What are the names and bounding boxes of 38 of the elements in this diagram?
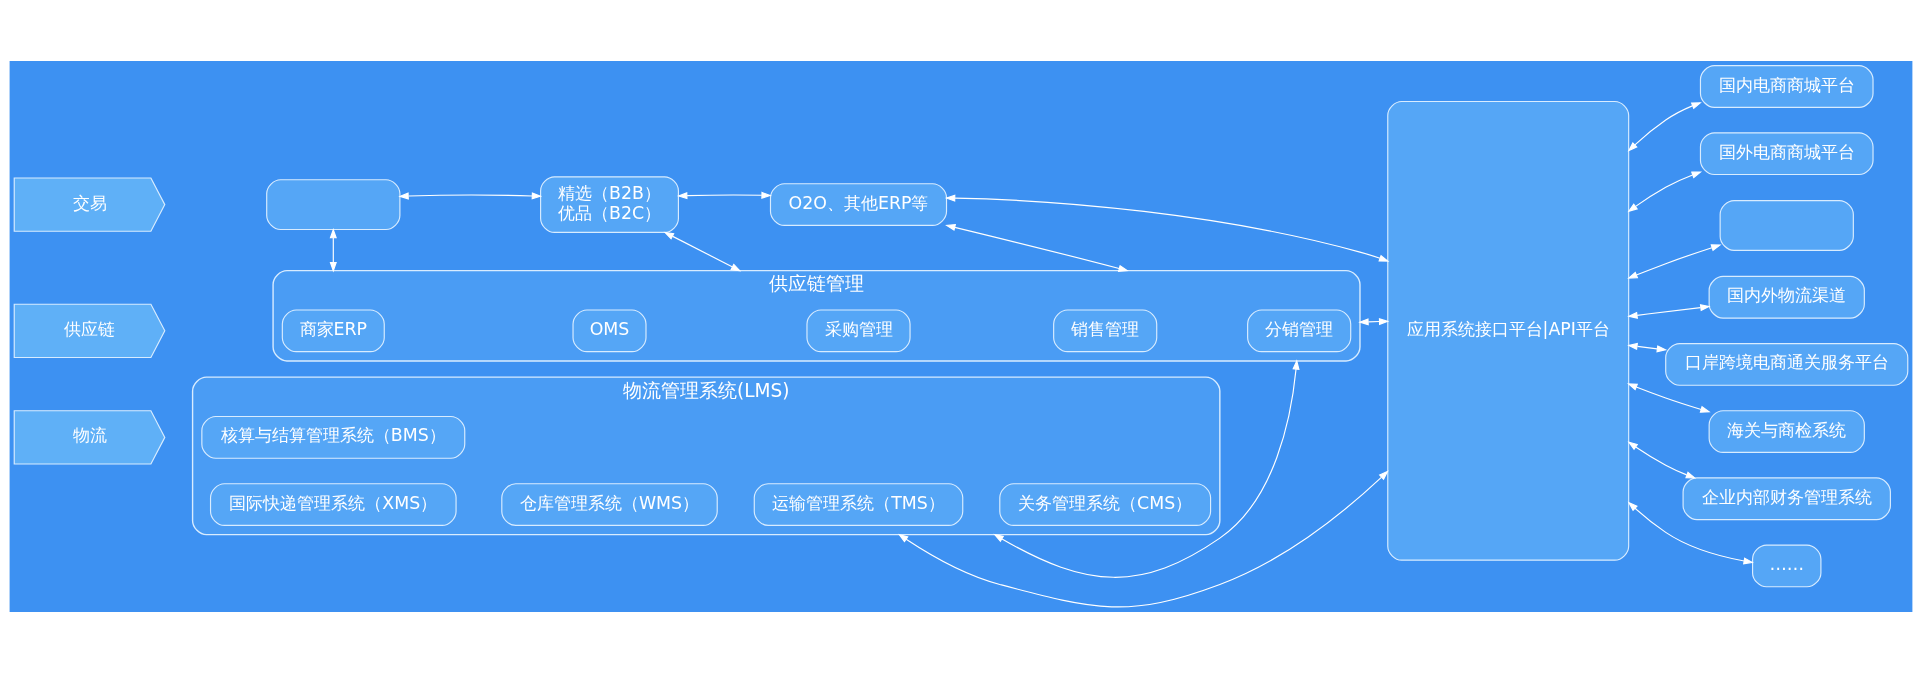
arrow bbox=[676, 191, 772, 200]
node-box: 国际快递管理系统（XMS） bbox=[209, 483, 457, 526]
node-box bbox=[266, 179, 401, 231]
node-box: OMS bbox=[572, 309, 647, 353]
node-box: 商家ERP bbox=[281, 309, 385, 353]
node-box: 口岸跨境电商通关服务平台 bbox=[1665, 343, 1909, 386]
arrow bbox=[945, 223, 1129, 272]
node-box: 销售管理 bbox=[1053, 309, 1158, 353]
node-box: …… bbox=[1752, 544, 1822, 588]
arrow bbox=[329, 227, 337, 273]
arrow bbox=[663, 231, 742, 272]
arrow bbox=[1627, 304, 1711, 319]
node-box: 分销管理 bbox=[1247, 309, 1352, 353]
node-box: 运输管理系统（TMS） bbox=[753, 483, 964, 526]
arrow bbox=[993, 359, 1300, 578]
node-box: 海关与商检系统 bbox=[1708, 410, 1865, 454]
node-box: 核算与结算管理系统（BMS） bbox=[201, 415, 466, 459]
arrow bbox=[1627, 441, 1697, 479]
node-box: 关务管理系统（CMS） bbox=[999, 483, 1212, 526]
node-box: O2O、其他ERP等 bbox=[769, 183, 948, 227]
node-box: 企业内部财务管理系统 bbox=[1682, 477, 1891, 521]
node-box: 国内外物流渠道 bbox=[1708, 275, 1865, 319]
arrow bbox=[1627, 244, 1722, 279]
node-box: 仓库管理系统（WMS） bbox=[501, 483, 718, 526]
node-box: 应用系统接口平台|API平台 bbox=[1387, 100, 1630, 561]
arrow bbox=[1627, 383, 1711, 413]
node-box: 精选（B2B） 优品（B2C） bbox=[540, 176, 679, 233]
arrow bbox=[944, 194, 1390, 262]
arrow bbox=[897, 470, 1389, 608]
node-box: 采购管理 bbox=[806, 309, 911, 353]
arrow bbox=[1627, 501, 1754, 565]
arrow bbox=[398, 192, 543, 200]
arrow bbox=[1627, 102, 1702, 152]
node-box: 国内电商商城平台 bbox=[1699, 65, 1874, 108]
arrow bbox=[1627, 171, 1703, 213]
arrow bbox=[1627, 342, 1668, 353]
node-box bbox=[1719, 199, 1854, 251]
node-box: 国外电商商城平台 bbox=[1699, 132, 1874, 176]
